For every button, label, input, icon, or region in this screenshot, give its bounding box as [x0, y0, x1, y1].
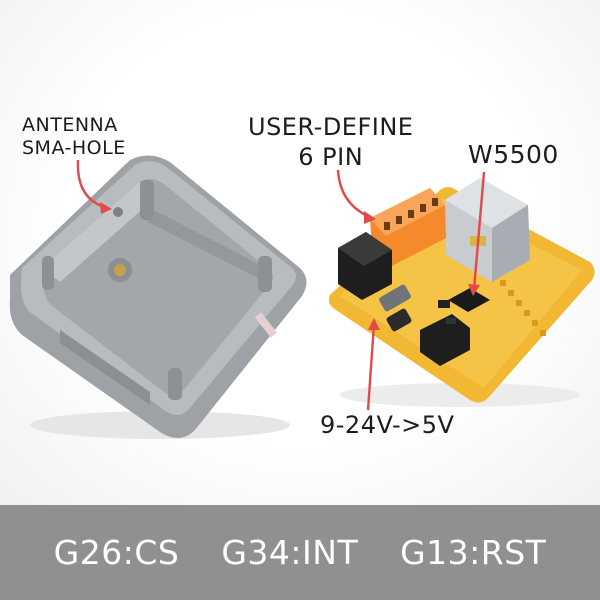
user-define-label: USER-DEFINE 6 PIN — [248, 112, 413, 172]
pin-map: G26:CS G34:INT G13:RST — [0, 505, 600, 600]
voltage-label: 9-24V->5V — [320, 411, 455, 439]
enclosure-box — [9, 155, 307, 439]
antenna-label: ANTENNA SMA-HOLE — [22, 114, 126, 160]
product-photo: ANTENNA SMA-HOLE USER-DEFINE 6 PIN W5500… — [0, 0, 600, 505]
chip-label: W5500 — [468, 140, 559, 169]
pin-rst: G13:RST — [400, 533, 547, 572]
pin-cs: G26:CS — [53, 533, 180, 572]
antenna-label-line1: ANTENNA — [22, 114, 118, 136]
pcb-board — [328, 178, 595, 407]
pin-map-banner: G26:CS G34:INT G13:RST — [0, 505, 600, 600]
arrowheads — [100, 202, 480, 330]
antenna-label-line2: SMA-HOLE — [22, 137, 126, 159]
pin-int: G34:INT — [221, 533, 359, 572]
user-define-line1: USER-DEFINE — [248, 113, 414, 141]
product-illustration — [9, 155, 595, 439]
user-define-line2: 6 PIN — [298, 143, 364, 171]
